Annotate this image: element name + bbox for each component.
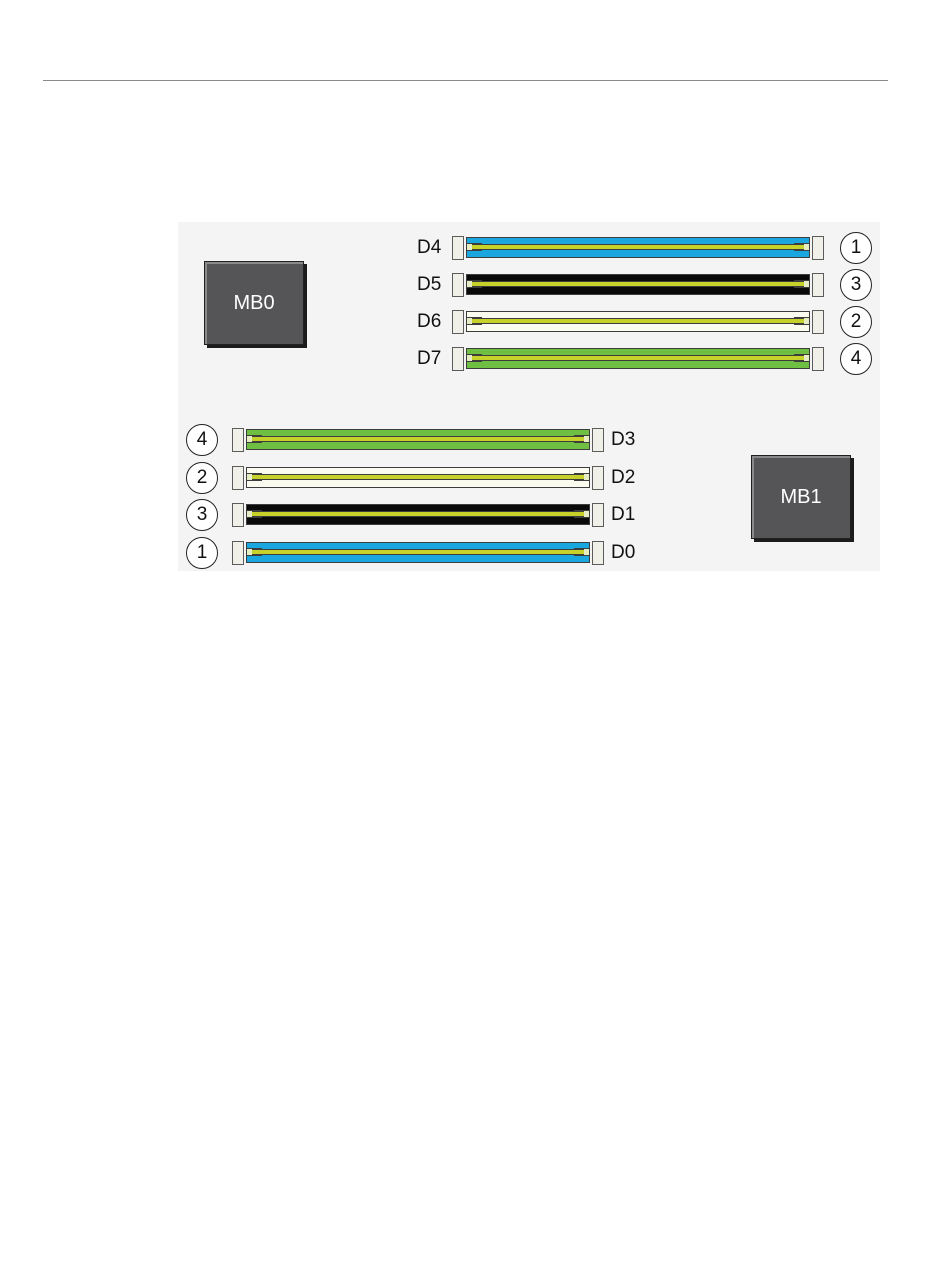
callout-4-d7: 4 — [840, 343, 872, 375]
slot-label-d0: D0 — [611, 541, 635, 565]
slot-end-tab — [592, 428, 604, 452]
slot-contact-stripe — [472, 355, 804, 361]
slot-end-tab — [812, 310, 824, 334]
callout-1-d0: 1 — [186, 537, 218, 569]
slot-label-d1: D1 — [611, 503, 635, 527]
dimm-slot-d5 — [452, 273, 824, 297]
slot-end-tab — [452, 310, 464, 334]
slot-end-tab — [812, 347, 824, 371]
callout-3-d1: 3 — [186, 499, 218, 531]
slot-label-d3: D3 — [611, 428, 635, 452]
callout-1-d4: 1 — [840, 232, 872, 264]
chip-mb1: MB1 — [751, 455, 851, 539]
slot-label-d2: D2 — [611, 466, 635, 490]
slot-contact-stripe — [252, 436, 584, 442]
slot-end-tab — [232, 503, 244, 527]
slot-end-tab — [452, 273, 464, 297]
slot-end-tab — [812, 236, 824, 260]
slot-end-tab — [232, 466, 244, 490]
dimm-slot-d4 — [452, 236, 824, 260]
slot-contact-stripe — [472, 281, 804, 287]
dimm-slot-d7 — [452, 347, 824, 371]
callout-2-d6: 2 — [840, 306, 872, 338]
slot-end-tab — [592, 503, 604, 527]
slot-end-tab — [592, 541, 604, 565]
callout-4-d3: 4 — [186, 424, 218, 456]
slot-end-tab — [232, 541, 244, 565]
slot-contact-stripe — [472, 244, 804, 250]
callout-3-d5: 3 — [840, 269, 872, 301]
slot-label-d4: D4 — [417, 236, 441, 260]
slot-contact-stripe — [252, 511, 584, 517]
dimm-slot-d2 — [232, 466, 604, 490]
slot-contact-stripe — [472, 318, 804, 324]
dimm-slot-d6 — [452, 310, 824, 334]
slot-end-tab — [452, 236, 464, 260]
slot-end-tab — [452, 347, 464, 371]
slot-end-tab — [232, 428, 244, 452]
chip-mb1-label: MB1 — [780, 486, 821, 509]
dimm-slot-d1 — [232, 503, 604, 527]
chip-mb0: MB0 — [204, 261, 304, 345]
slot-contact-stripe — [252, 549, 584, 555]
slot-end-tab — [812, 273, 824, 297]
slot-label-d5: D5 — [417, 273, 441, 297]
slot-end-tab — [592, 466, 604, 490]
slot-label-d7: D7 — [417, 347, 441, 371]
callout-2-d2: 2 — [186, 462, 218, 494]
header-rule — [43, 80, 888, 81]
dimm-slot-d3 — [232, 428, 604, 452]
slot-label-d6: D6 — [417, 310, 441, 334]
slot-contact-stripe — [252, 474, 584, 480]
dimm-slot-d0 — [232, 541, 604, 565]
chip-mb0-label: MB0 — [233, 292, 274, 315]
